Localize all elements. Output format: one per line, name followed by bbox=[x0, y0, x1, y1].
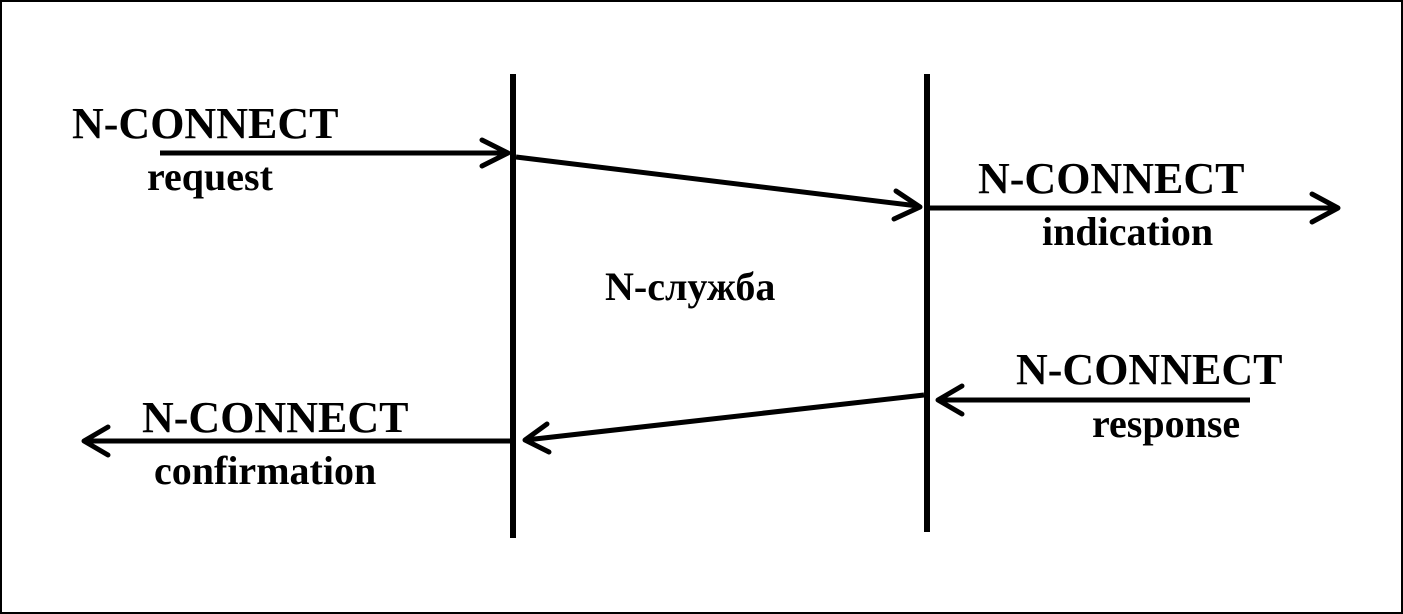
response-to-confirmation-arrow-line bbox=[525, 392, 925, 443]
request-primitive-type: request bbox=[147, 154, 274, 199]
request-to-indication-arrow-head bbox=[891, 188, 923, 222]
request-primitive-name: N-CONNECT bbox=[72, 99, 338, 148]
indication-primitive-name: N-CONNECT bbox=[978, 154, 1244, 203]
indication-primitive-type: indication bbox=[1042, 209, 1213, 254]
response-primitive-type: response bbox=[1092, 401, 1240, 446]
response-to-confirmation-arrow-head bbox=[522, 421, 552, 455]
indication-arrow-head bbox=[1309, 191, 1341, 225]
confirmation-primitive-type: confirmation bbox=[154, 448, 376, 493]
response-primitive-name: N-CONNECT bbox=[1016, 345, 1282, 394]
request-arrow-head bbox=[479, 137, 511, 169]
confirmation-arrow-head bbox=[81, 424, 111, 458]
service-label: N-служба bbox=[605, 264, 775, 309]
confirmation-primitive-name: N-CONNECT bbox=[142, 393, 408, 442]
request-to-indication-arrow-line bbox=[515, 154, 919, 209]
response-arrow-head bbox=[935, 383, 965, 417]
